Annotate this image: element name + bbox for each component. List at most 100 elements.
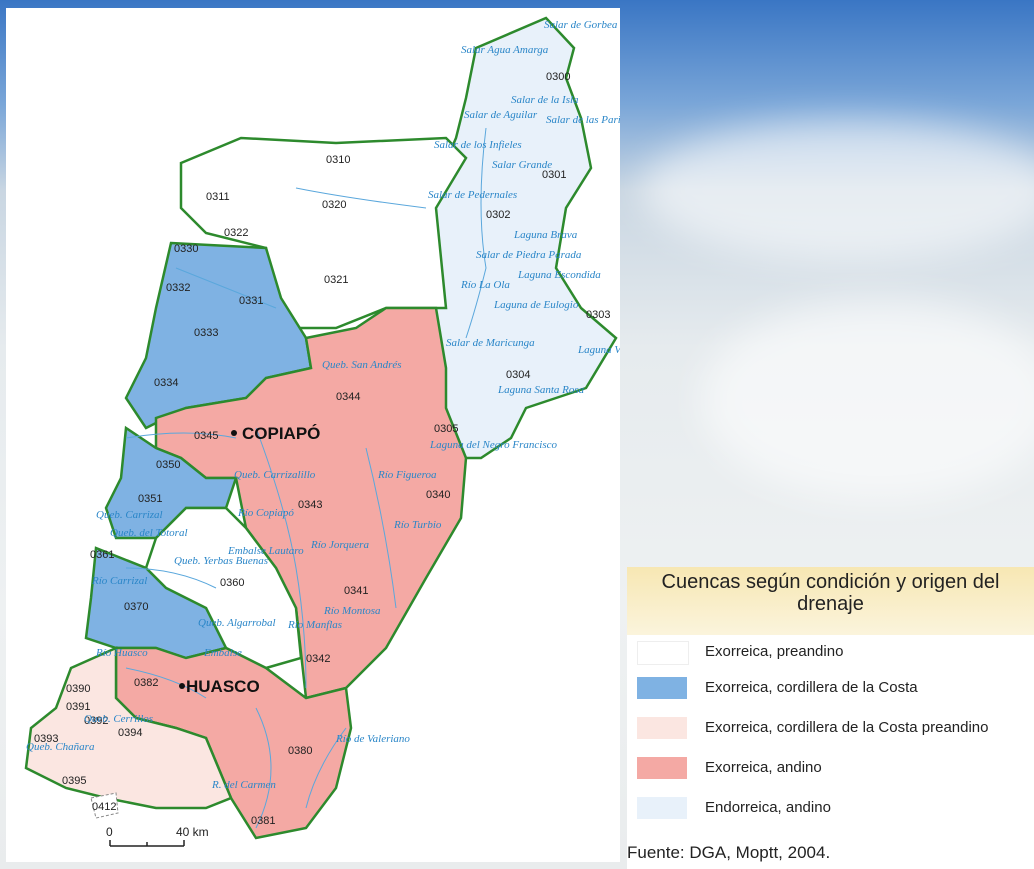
legend-item: Exorreica, preandino <box>637 639 1034 665</box>
water-label: Queb. Carrizalillo <box>234 469 316 481</box>
water-label: Embalse Lautaro <box>227 545 304 557</box>
basin-code-0300: 0300 <box>546 71 570 83</box>
legend-swatch <box>637 757 687 779</box>
basin-code-0412: 0412 <box>92 801 116 813</box>
water-label: Salar de Aguilar <box>464 109 538 121</box>
water-label: Laguna de Eulogio <box>493 299 579 311</box>
city-marker-huasco <box>179 683 185 689</box>
water-label: Río Turbio <box>393 519 442 531</box>
water-label: Queb. Chañara <box>26 741 95 753</box>
basin-code-0311: 0311 <box>206 191 230 203</box>
legend-item: Endorreica, andino <box>637 795 1034 821</box>
basin-costa-preandino-south <box>24 646 233 810</box>
source-note: Fuente: DGA, Moptt, 2004. <box>627 843 831 862</box>
basin-code-0380: 0380 <box>288 745 312 757</box>
legend-label: Endorreica, andino <box>705 799 831 816</box>
water-label: Laguna Escondida <box>517 269 601 281</box>
water-label: Salar de Maricunga <box>446 337 535 349</box>
water-label: Salar de la Isla <box>511 94 579 106</box>
water-label: Queb. Algarrobal <box>198 617 276 629</box>
water-label: Queb. San Andrés <box>322 359 402 371</box>
basin-code-0340: 0340 <box>426 489 450 501</box>
legend-swatch <box>637 797 687 819</box>
basin-code-0341: 0341 <box>344 585 368 597</box>
basin-map: 0300030103020303030403050310031103200321… <box>24 16 620 847</box>
water-label: Río Figueroa <box>377 469 437 481</box>
water-label: Salar de Piedra Parada <box>476 249 582 261</box>
water-label: Río Carrizal <box>91 575 147 587</box>
water-label: Río Copiapó <box>237 507 294 519</box>
basin-code-0310: 0310 <box>326 154 350 166</box>
basin-code-0334: 0334 <box>154 377 178 389</box>
basin-code-0331: 0331 <box>239 295 263 307</box>
basin-code-0330: 0330 <box>174 243 198 255</box>
water-label: Salar de los Infieles <box>434 139 522 151</box>
water-label: Salar de las Parinas <box>546 114 620 126</box>
water-label: Río Montosa <box>323 605 381 617</box>
basin-code-0303: 0303 <box>586 309 610 321</box>
basin-code-0370: 0370 <box>124 601 148 613</box>
water-label: Queb. Carrizal <box>96 509 163 521</box>
legend: Cuencas según condición y origen del dre… <box>627 567 1034 869</box>
city-marker-copiapo <box>231 430 237 436</box>
basin-code-0332: 0332 <box>166 282 190 294</box>
basin-code-0351: 0351 <box>138 493 162 505</box>
basin-0412 <box>90 792 119 819</box>
basin-code-0390: 0390 <box>66 683 90 695</box>
scale-zero-label: 0 <box>106 825 113 839</box>
basin-code-0381: 0381 <box>251 815 275 827</box>
basin-code-0305: 0305 <box>434 423 458 435</box>
basin-code-0322: 0322 <box>224 227 248 239</box>
legend-label: Exorreica, preandino <box>705 643 844 660</box>
basin-code-0394: 0394 <box>118 727 142 739</box>
basin-code-0360: 0360 <box>220 577 244 589</box>
legend-title: Cuencas según condición y origen del dre… <box>661 571 1000 615</box>
basin-code-0342: 0342 <box>306 653 330 665</box>
water-label: Laguna Brava <box>513 229 578 241</box>
basin-code-0333: 0333 <box>194 327 218 339</box>
basin-code-0320: 0320 <box>322 199 346 211</box>
water-label: Laguna Santa Rosa <box>497 384 585 396</box>
legend-label: Exorreica, andino <box>705 759 822 776</box>
water-label: Queb. del Totoral <box>110 527 188 539</box>
legend-label: Exorreica, cordillera de la Costa <box>705 679 918 696</box>
basin-code-0395: 0395 <box>62 775 86 787</box>
basin-code-0393: 0393 <box>34 733 58 745</box>
basin-code-0391: 0391 <box>66 701 90 713</box>
legend-swatch <box>637 717 687 739</box>
water-label: Laguna del Negro Francisco <box>429 439 557 451</box>
legend-swatch <box>637 677 687 699</box>
water-label: Río Jorquera <box>310 539 369 551</box>
city-label-huasco: HUASCO <box>186 677 260 696</box>
legend-item: Exorreica, andino <box>637 755 1034 781</box>
legend-item: Exorreica, cordillera de la Costa preand… <box>637 715 1034 741</box>
basin-code-0361: 0361 <box>90 549 114 561</box>
river-network <box>125 127 487 829</box>
water-label: Queb. Cerrillos <box>84 713 153 725</box>
city-label-copiapo: COPIAPÓ <box>242 424 320 443</box>
scale-bar: 0 40 km <box>106 825 209 847</box>
basin-code-0345: 0345 <box>194 430 218 442</box>
water-label: Salar Grande <box>492 159 552 171</box>
water-label: Río de Valeriano <box>335 733 410 745</box>
water-label: Queb. Yerbas Buenas <box>174 555 268 567</box>
water-label: Laguna Verde <box>577 344 620 356</box>
basin-code-labels: 0300030103020303030403050310031103200321… <box>34 71 610 827</box>
water-label: Salar Agua Amarga <box>461 44 549 56</box>
water-label: Salar de Gorbea <box>544 19 618 31</box>
water-label: R. del Carmen <box>211 779 276 791</box>
basin-code-0343: 0343 <box>298 499 322 511</box>
legend-title-box: Cuencas según condición y origen del dre… <box>627 567 1034 635</box>
basin-code-0382: 0382 <box>134 677 158 689</box>
water-label: Río Huasco <box>95 647 148 659</box>
basin-code-0304: 0304 <box>506 369 530 381</box>
basin-code-0301: 0301 <box>542 169 566 181</box>
water-label: Río La Ola <box>460 279 510 291</box>
legend-label: Exorreica, cordillera de la Costa preand… <box>705 719 989 736</box>
cloud-decoration <box>700 300 1034 500</box>
legend-swatch <box>637 641 689 665</box>
basin-code-0321: 0321 <box>324 274 348 286</box>
basin-code-0344: 0344 <box>336 391 360 403</box>
